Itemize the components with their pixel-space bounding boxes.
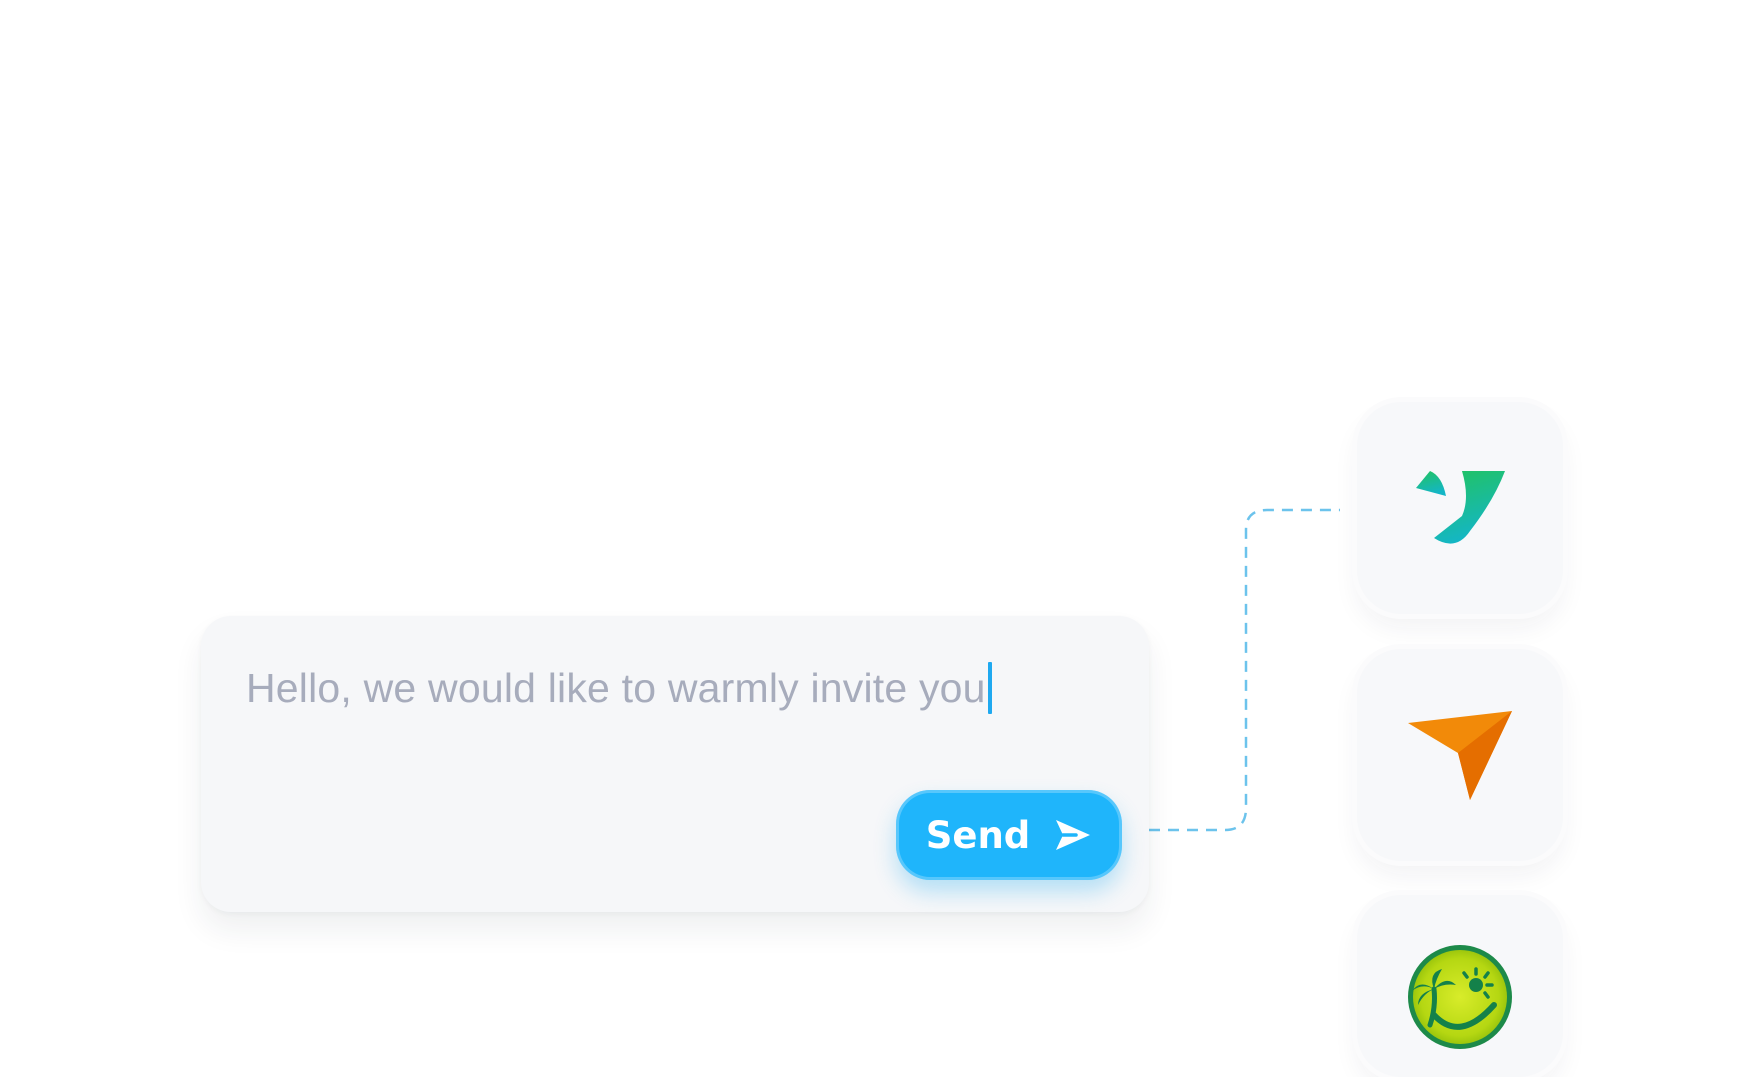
app-tile-palm-sun[interactable] <box>1357 895 1563 1077</box>
green-checkmark-app-icon <box>1416 471 1505 544</box>
send-button-label: Send <box>925 813 1031 857</box>
text-caret <box>987 662 992 714</box>
app-tile-orange-arrow[interactable] <box>1357 649 1563 861</box>
dashed-connector-path <box>1130 508 1340 832</box>
message-input[interactable]: Hello, we would like to warmly invite yo… <box>246 662 992 714</box>
orange-navigation-arrow-app-icon <box>1408 711 1512 800</box>
palm-sun-smile-app-icon <box>1408 945 1512 1049</box>
message-text: Hello, we would like to warmly invite yo… <box>246 664 986 711</box>
paper-plane-icon <box>1056 820 1091 850</box>
app-tile-green-check[interactable] <box>1357 402 1563 614</box>
send-button[interactable]: Send <box>896 790 1122 880</box>
